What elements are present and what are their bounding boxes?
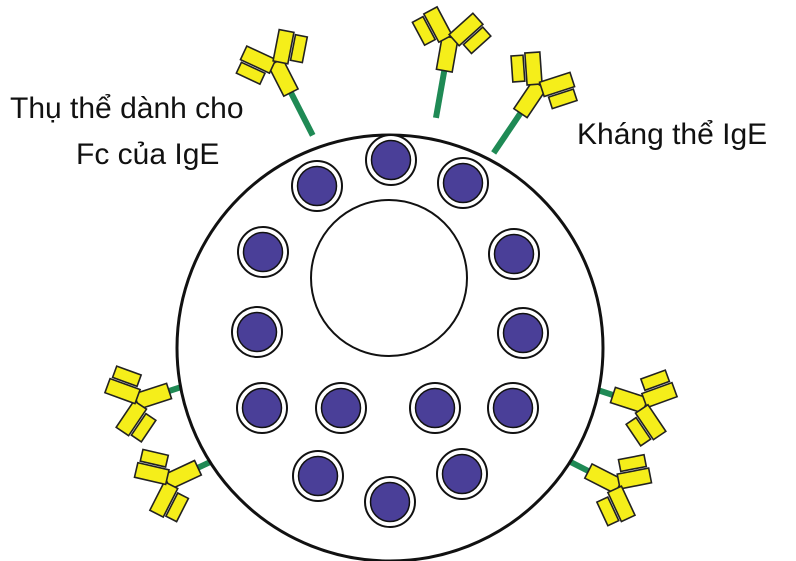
granule [292, 161, 342, 211]
granule [293, 451, 343, 501]
receptor-label-line2: Fc của IgE [76, 138, 219, 171]
granule [410, 383, 460, 433]
granule [438, 158, 488, 208]
granule [437, 449, 487, 499]
ige-complex [396, 3, 496, 125]
ige-antibody [600, 356, 684, 453]
cell-nucleus [311, 200, 467, 356]
granule [488, 383, 538, 433]
receptor-label-line1: Thụ thể dành cho [10, 92, 244, 125]
granule [316, 383, 366, 433]
granule [489, 229, 539, 279]
granule [365, 477, 415, 527]
granule [237, 383, 287, 433]
ige-antibody [98, 352, 182, 449]
ige-antibody [570, 435, 662, 536]
antibody-label: Kháng thể IgE [577, 118, 767, 151]
ige-complex [226, 19, 349, 154]
granule [232, 307, 282, 357]
fc-receptor [436, 67, 445, 118]
fc-receptor [289, 89, 313, 135]
granule [366, 135, 416, 185]
fc-receptor [494, 110, 523, 153]
ige-antibody [486, 39, 588, 136]
granule [238, 227, 288, 277]
granule [498, 308, 548, 358]
ige-antibody [404, 3, 496, 78]
